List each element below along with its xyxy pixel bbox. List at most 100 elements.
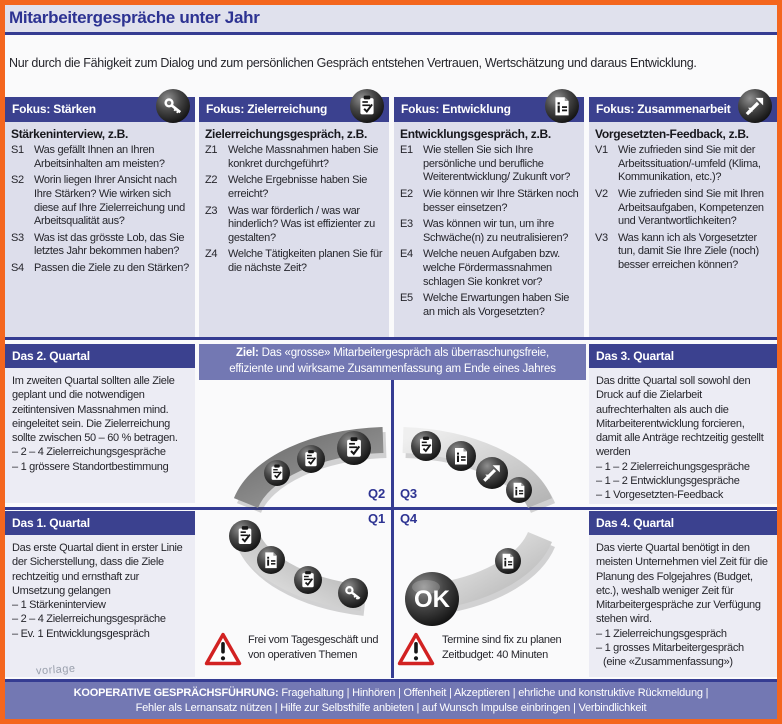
- question-item: S3 Was ist das grösste Lob, das Sie letzt…: [11, 232, 191, 259]
- question-text: Wie zufrieden sind Sie mit der Arbeitssi…: [618, 144, 761, 184]
- question-id: E5: [400, 292, 413, 305]
- goal-text: Ziel: Das «grosse» Mitarbeitergespräch a…: [199, 346, 586, 377]
- quartal-2-panel: Das 2. Quartal Im zweiten Quartal sollte…: [5, 344, 195, 503]
- note-line: Termine sind fix zu planen: [442, 634, 562, 646]
- focus-header-entwicklung: Fokus: Entwicklung: [394, 97, 584, 122]
- quartal-bullet: – 1 Zielerreichungsgespräch: [596, 627, 727, 640]
- question-text: Was ist das grösste Lob, das Sie letztes…: [34, 231, 185, 258]
- question-text: Welche Erwartungen haben Sie an mich als…: [423, 292, 570, 318]
- quartal-bullet: – 1 grosses Mitarbeitergespräch: [596, 642, 744, 655]
- quartal-bullet: – Ev. 1 Entwicklungsgespräch: [12, 627, 150, 640]
- focus-subtitle: Zielerreichungsgespräch, z.B.: [205, 127, 368, 141]
- section-divider-bottom: [5, 679, 777, 682]
- note-line: von operativen Themen: [248, 649, 358, 661]
- quartal-bullet: – 1 grössere Standortbestimmung: [12, 460, 169, 473]
- focus-body-staerken: Stärkeninterview, z.B. S1 Was gefällt Ihn…: [5, 122, 195, 337]
- question-item: Z2 Welche Ergebnisse haben Sie erreicht?: [205, 174, 385, 201]
- quartal-bullet: – 2 – 4 Zielerreichungsgespräche: [12, 446, 166, 459]
- question-item: E4 Welche neuen Aufgaben bzw. welche Förd…: [400, 248, 580, 289]
- title-bar: Mitarbeitergespräche unter Jahr: [5, 5, 777, 32]
- quartal-2-header: Das 2. Quartal: [5, 344, 195, 368]
- quadrant-label-q2: Q2: [368, 486, 385, 501]
- question-text: Wie können wir Ihre Stärken noch besser …: [423, 187, 579, 214]
- question-item: S4 Passen die Ziele zu den Stärken?: [11, 262, 191, 276]
- goal-body: Das «grosse» Mitarbeitergespräch als übe…: [229, 347, 556, 375]
- question-text: Was gefällt Ihnen an Ihren Arbeitsinhalt…: [34, 144, 165, 170]
- question-id: V2: [595, 187, 608, 200]
- footer-text: KOOPERATIVE GESPRÄCHSFÜHRUNG: Fragehaltu…: [66, 686, 716, 716]
- quartal-3-text: Das dritte Quartal soll sowohl den Druck…: [596, 375, 764, 459]
- quadrant-label-q4: Q4: [400, 511, 417, 526]
- footer-items: Fragehaltung | Hinhören | Offenheit | Ak…: [135, 686, 709, 714]
- focus-column-zusammenarbeit: Fokus: Zusammenarbeit Vorgesetzten-Feedb…: [589, 97, 777, 340]
- question-text: Wie stellen Sie sich Ihre persönliche un…: [423, 144, 571, 184]
- question-item: E1 Wie stellen Sie sich Ihre persönliche …: [400, 144, 580, 185]
- question-id: E2: [400, 187, 413, 200]
- page-title: Mitarbeitergespräche unter Jahr: [9, 8, 260, 27]
- quartal-bullet: – 2 – 4 Zielerreichungsgespräche: [12, 613, 166, 626]
- quartal-1-header: Das 1. Quartal: [5, 511, 195, 535]
- question-text: Welche Massnahmen haben Sie konkret durc…: [228, 144, 379, 170]
- question-text: Welche neuen Aufgaben bzw. welche Förder…: [423, 248, 560, 288]
- question-id: Z1: [205, 144, 218, 156]
- focus-body-entwicklung: Entwicklungsgespräch, z.B. E1 Wie stellen…: [394, 122, 584, 337]
- question-id: Z4: [205, 248, 218, 261]
- question-id: S1: [11, 144, 24, 156]
- note-line: Frei vom Tagesgeschäft und: [248, 634, 379, 646]
- quadrant-label-q1: Q1: [368, 511, 385, 526]
- quartal-1-text: Das erste Quartal dient in erster Linie …: [12, 542, 183, 597]
- quadrant-label-q3: Q3: [400, 486, 417, 501]
- quartal-2-body: Im zweiten Quartal sollten alle Ziele ge…: [5, 368, 195, 503]
- quartal-bullet: (eine «Zusammenfassung»): [603, 656, 733, 669]
- goal-label: Ziel:: [236, 347, 259, 360]
- question-item: V2 Wie zufrieden sind Sie mit Ihren Arbei…: [595, 188, 773, 229]
- question-id: S2: [11, 174, 24, 187]
- question-text: Wie zufrieden sind Sie mit Ihren Arbeits…: [618, 187, 764, 228]
- question-item: S1 Was gefällt Ihnen an Ihren Arbeitsinha…: [11, 144, 191, 171]
- question-item: S2 Worin liegen Ihrer Ansicht nach Ihre S…: [11, 174, 191, 229]
- quartal-1-body: Das erste Quartal dient in erster Linie …: [5, 535, 195, 677]
- question-id: Z2: [205, 174, 218, 187]
- question-text: Welche Ergebnisse haben Sie erreicht?: [228, 174, 368, 200]
- question-item: E5 Welche Erwartungen haben Sie an mich a…: [400, 292, 580, 319]
- focus-column-staerken: Fokus: Stärken Stärkeninterview, z.B. S1…: [5, 97, 195, 340]
- focus-header-zielerreichung: Fokus: Zielerreichung: [199, 97, 389, 122]
- focus-header-zusammenarbeit: Fokus: Zusammenarbeit: [589, 97, 777, 122]
- quartal-bullet: – 1 – 2 Zielerreichungsgespräche: [596, 460, 750, 473]
- question-item: Z1 Welche Massnahmen haben Sie konkret du…: [205, 144, 385, 171]
- question-id: E1: [400, 144, 413, 156]
- quartal-4-panel: Das 4. Quartal Das vierte Quartal benöti…: [589, 511, 777, 677]
- quartal-4-text: Das vierte Quartal benötigt in den meist…: [596, 542, 768, 626]
- question-id: S3: [11, 231, 24, 244]
- quartal-4-body: Das vierte Quartal benötigt in den meist…: [589, 535, 777, 677]
- question-id: E3: [400, 218, 413, 231]
- focus-subtitle: Stärkeninterview, z.B.: [11, 127, 128, 141]
- focus-subtitle: Entwicklungsgespräch, z.B.: [400, 127, 551, 141]
- note-right: Termine sind fix zu planen Zeitbudget: 4…: [442, 633, 562, 663]
- quadrant-vertical-divider: [391, 380, 394, 678]
- focus-column-zielerreichung: Fokus: Zielerreichung Zielerreichungsges…: [199, 97, 389, 340]
- focus-subtitle: Vorgesetzten-Feedback, z.B.: [595, 127, 749, 141]
- question-text: Passen die Ziele zu den Stärken?: [34, 262, 189, 274]
- focus-header-staerken: Fokus: Stärken: [5, 97, 195, 122]
- section-divider-top: [5, 337, 777, 340]
- question-id: Z3: [205, 204, 218, 217]
- quartal-bullet: – 1 – 2 Entwicklungsgespräche: [596, 475, 740, 488]
- question-id: V1: [595, 144, 608, 156]
- quartal-3-header: Das 3. Quartal: [589, 344, 777, 368]
- quartal-bullet: – 1 Vorgesetzten-Feedback: [596, 489, 724, 502]
- footer-heading: KOOPERATIVE GESPRÄCHSFÜHRUNG:: [73, 686, 279, 699]
- question-id: E4: [400, 248, 413, 261]
- question-text: Worin liegen Ihrer Ansicht nach Ihre Stä…: [34, 174, 185, 228]
- question-item: E2 Wie können wir Ihre Stärken noch besse…: [400, 188, 580, 215]
- quartal-bullet: – 1 Stärkeninterview: [12, 599, 106, 612]
- footer-bar: KOOPERATIVE GESPRÄCHSFÜHRUNG: Fragehaltu…: [5, 682, 777, 719]
- goal-bar: Ziel: Das «grosse» Mitarbeitergespräch a…: [199, 344, 586, 380]
- question-id: S4: [11, 262, 24, 274]
- note-left: Frei vom Tagesgeschäft und von operative…: [248, 633, 378, 663]
